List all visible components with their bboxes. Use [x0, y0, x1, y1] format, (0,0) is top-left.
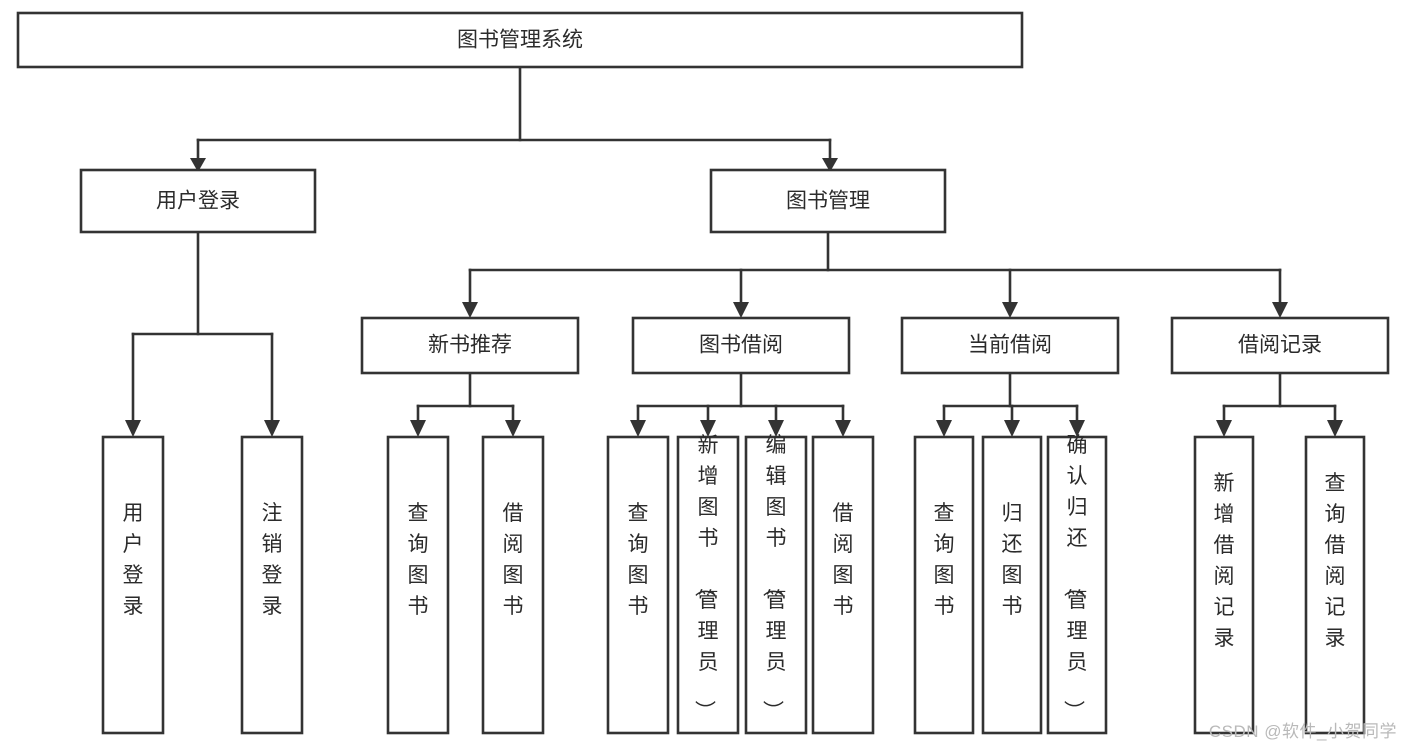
node-user-login-box[interactable]	[79, 168, 317, 234]
leaf-user-login[interactable]: 用户登录	[101, 435, 165, 735]
node-current-borrow-label: 当前借阅	[968, 334, 1052, 357]
leaf-current-return-book-box[interactable]	[981, 435, 1043, 735]
leaf-record-add-label: 新增借阅记录	[1214, 472, 1235, 650]
node-root-label: 图书管理系统	[457, 29, 583, 52]
arrow-head-record-query	[1327, 420, 1343, 437]
node-user-login-label: 用户登录	[156, 190, 240, 213]
node-book-borrow[interactable]: 图书借阅	[631, 316, 851, 375]
leaf-user-logout-box[interactable]	[240, 435, 304, 735]
arrow-head-borrow-query-book	[630, 420, 646, 437]
leaf-borrow-borrow-book[interactable]: 借阅图书	[811, 435, 875, 735]
node-borrow-record[interactable]: 借阅记录	[1170, 316, 1390, 375]
leaf-record-query-label: 查询借阅记录	[1325, 472, 1346, 650]
leaf-record-query-box[interactable]	[1304, 435, 1366, 735]
leaf-borrow-query-book[interactable]: 查询图书	[606, 435, 670, 735]
leaf-user-logout-label: 注销登录	[262, 502, 283, 618]
arrow-head-book-borrow	[733, 302, 749, 318]
node-new-book-recommend-label: 新书推荐	[428, 334, 512, 357]
leaf-record-add-box[interactable]	[1193, 435, 1255, 735]
leaf-current-query-book[interactable]: 查询图书	[913, 435, 975, 735]
leaf-borrow-add-book-box[interactable]	[676, 435, 740, 735]
leaf-recommend-query-book-label: 查询图书	[408, 502, 429, 618]
leaf-borrow-edit-book-label: 编辑图书（管理员）	[761, 434, 787, 721]
node-borrow-record-box[interactable]	[1170, 316, 1390, 375]
arrow-head-borrow-add-book	[700, 420, 716, 437]
connector-layer	[125, 65, 1343, 437]
leaf-borrow-add-book[interactable]: 新增图书（管理员）	[676, 434, 740, 735]
leaf-borrow-edit-book-box[interactable]	[744, 435, 808, 735]
arrow-head-user-login	[190, 158, 206, 172]
node-book-manage[interactable]: 图书管理	[709, 168, 947, 234]
leaf-borrow-borrow-book-label: 借阅图书	[833, 502, 854, 618]
arrow-head-current-return-book	[1004, 420, 1020, 437]
arrow-head-current-query-book	[936, 420, 952, 437]
leaf-current-confirm-return-label: 确认归还（管理员）	[1062, 434, 1088, 721]
csdn-watermark: CSDN @软件_小贺同学	[1208, 722, 1397, 741]
arrow-head-new-book-recommend	[462, 302, 478, 318]
node-current-borrow[interactable]: 当前借阅	[900, 316, 1120, 375]
arrow-head-recommend-query-book	[410, 420, 426, 437]
node-borrow-record-label: 借阅记录	[1238, 334, 1322, 357]
leaf-borrow-query-book-label: 查询图书	[628, 502, 649, 618]
arrow-head-borrow-edit-book	[768, 420, 784, 437]
leaf-record-add[interactable]: 新增借阅记录	[1193, 435, 1255, 735]
leaf-borrow-edit-book[interactable]: 编辑图书（管理员）	[744, 434, 808, 735]
leaf-user-logout[interactable]: 注销登录	[240, 435, 304, 735]
leaf-record-query[interactable]: 查询借阅记录	[1304, 435, 1366, 735]
node-current-borrow-box[interactable]	[900, 316, 1120, 375]
arrow-head-current-confirm-return	[1069, 420, 1085, 437]
leaf-current-return-book[interactable]: 归还图书	[981, 435, 1043, 735]
node-new-book-recommend[interactable]: 新书推荐	[360, 316, 580, 375]
leaf-user-login-box[interactable]	[101, 435, 165, 735]
arrow-head-current-borrow	[1002, 302, 1018, 318]
arrow-head-user-logout-leaf	[264, 420, 280, 437]
leaf-current-query-book-label: 查询图书	[934, 502, 955, 618]
leaf-recommend-query-book[interactable]: 查询图书	[386, 435, 450, 735]
leaf-borrow-add-book-label: 新增图书（管理员）	[693, 434, 719, 721]
leaf-current-confirm-return[interactable]: 确认归还（管理员）	[1046, 434, 1108, 735]
arrow-head-book-manage	[822, 158, 838, 172]
node-book-manage-box[interactable]	[709, 168, 947, 234]
leaf-recommend-borrow-book-box[interactable]	[481, 435, 545, 735]
leaf-current-confirm-return-box[interactable]	[1046, 435, 1108, 735]
leaf-recommend-borrow-book[interactable]: 借阅图书	[481, 435, 545, 735]
leaf-current-return-book-label: 归还图书	[1002, 502, 1023, 618]
arrow-head-borrow-borrow-book	[835, 420, 851, 437]
arrow-head-record-add	[1216, 420, 1232, 437]
leaf-borrow-borrow-book-box[interactable]	[811, 435, 875, 735]
leaf-current-query-book-box[interactable]	[913, 435, 975, 735]
node-user-login[interactable]: 用户登录	[79, 168, 317, 234]
arrow-head-borrow-record	[1272, 302, 1288, 318]
node-book-borrow-label: 图书借阅	[699, 334, 783, 357]
leaf-user-login-label: 用户登录	[123, 502, 144, 618]
node-root[interactable]: 图书管理系统	[16, 11, 1024, 69]
leaf-recommend-borrow-book-label: 借阅图书	[503, 502, 524, 618]
node-new-book-recommend-box[interactable]	[360, 316, 580, 375]
node-root-box[interactable]	[16, 11, 1024, 69]
arrow-head-recommend-borrow-book	[505, 420, 521, 437]
arrow-head-user-login-leaf	[125, 420, 141, 437]
node-book-manage-label: 图书管理	[786, 190, 870, 213]
node-book-borrow-box[interactable]	[631, 316, 851, 375]
leaf-borrow-query-book-box[interactable]	[606, 435, 670, 735]
leaf-recommend-query-book-box[interactable]	[386, 435, 450, 735]
